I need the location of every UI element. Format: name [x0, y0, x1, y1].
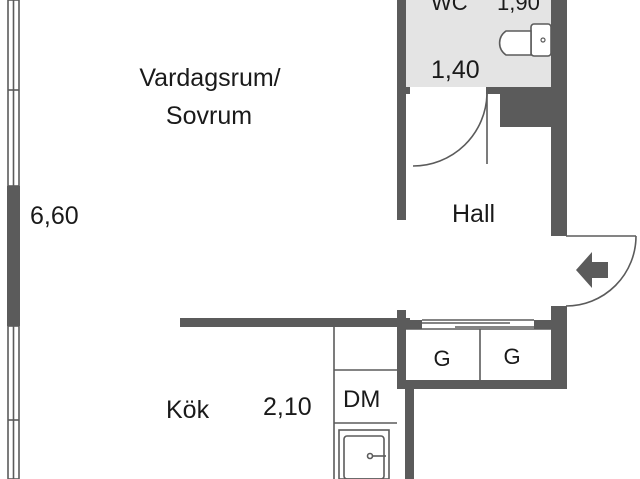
kitchen-partition: [180, 318, 410, 327]
wc-dimension-top: 1,90: [497, 0, 540, 15]
living-room-label: Vardagsrum/: [139, 64, 280, 92]
wardrobe-block: [397, 310, 567, 389]
kitchen-sink: [338, 429, 390, 479]
wc-label: WC: [431, 0, 468, 15]
entrance-door[interactable]: [565, 235, 637, 307]
kitchen-dimension: 2,10: [263, 393, 312, 421]
wardrobe-label-2: G: [503, 344, 520, 369]
wc-dimension: 1,40: [431, 56, 480, 84]
entrance-arrow-icon: [576, 252, 608, 288]
wc-door[interactable]: [412, 93, 488, 167]
kitchen-label: Kök: [166, 396, 210, 424]
wc-walls: [397, 0, 567, 236]
living-room-label-2: Sovrum: [166, 102, 252, 130]
dishwasher-label: DM: [343, 386, 380, 413]
kitchen-counter: [333, 327, 397, 479]
toilet-icon: [498, 23, 552, 57]
kitchen-wall: [405, 389, 414, 479]
hall-label: Hall: [452, 200, 495, 228]
left-exterior-wall: [7, 0, 20, 479]
wardrobe-label-1: G: [433, 346, 450, 371]
living-room-dimension: 6,60: [30, 202, 79, 230]
